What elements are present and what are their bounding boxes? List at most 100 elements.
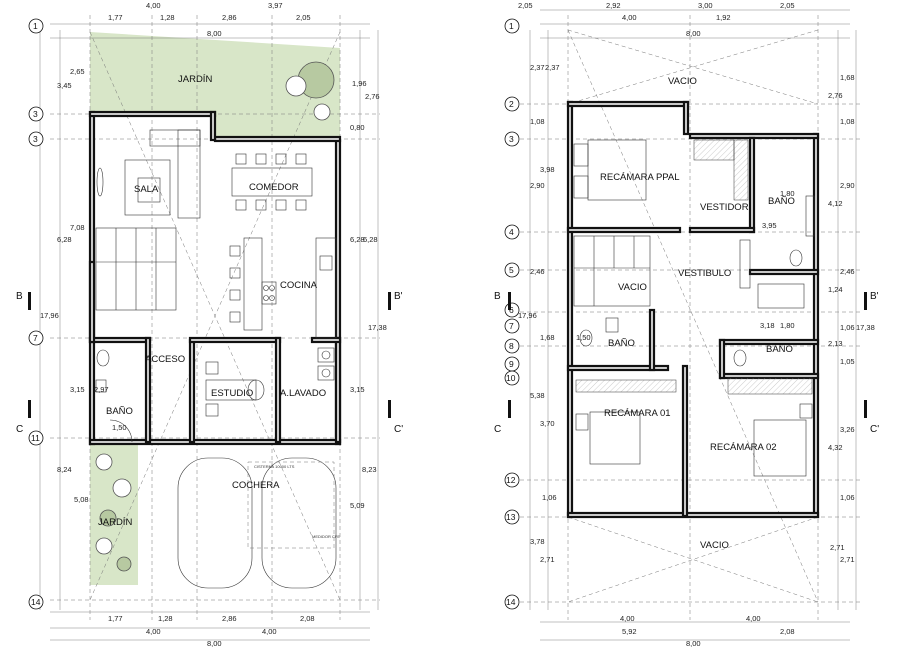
left-dim: 5,08 xyxy=(74,495,89,504)
left-dim: 17,96 xyxy=(40,311,59,320)
room-label-acceso: ACCESO xyxy=(145,354,185,365)
right-dim: 2,90 xyxy=(840,181,855,190)
top-dim: 2,05 xyxy=(296,13,311,22)
room-label-sala: SALA xyxy=(134,184,159,195)
top-dim: 4,00 xyxy=(622,13,637,22)
room-label-bano-left: BAÑO xyxy=(608,338,635,349)
right-dim: 2,76 xyxy=(828,91,843,100)
axis-label: 9 xyxy=(509,359,514,369)
axis-label: 3 xyxy=(33,109,38,119)
bottom-dim: 2,08 xyxy=(780,627,795,636)
closet-area xyxy=(575,379,677,393)
left-dim: 2,37 xyxy=(530,63,545,72)
top-dim: 1,28 xyxy=(160,13,175,22)
overall-top-dim: 8,00 xyxy=(686,29,701,38)
upper-walls xyxy=(566,100,820,519)
bano-width-dim: 1,50 xyxy=(112,423,127,432)
living-room-furniture xyxy=(96,129,201,219)
axis-label: 13 xyxy=(506,512,516,522)
upper-bathroom-fixtures xyxy=(579,195,815,367)
kitchen-counters xyxy=(229,237,337,339)
top-dim: 2,05 xyxy=(780,1,795,10)
right-dim: 2,76 xyxy=(365,92,380,101)
room-label-estudio: ESTUDIO xyxy=(211,388,253,399)
ground-bathroom-fixtures xyxy=(95,349,133,443)
room-label-recamara-01: RECÁMARA 01 xyxy=(604,408,671,419)
top-dim: 2,05 xyxy=(518,1,533,10)
right-dim: 2,71 xyxy=(830,543,845,552)
axis-label: 14 xyxy=(31,597,41,607)
study-furniture xyxy=(205,361,265,417)
right-dim: 17,38 xyxy=(368,323,387,332)
room-label-bano-ppal: BAÑO xyxy=(768,196,795,207)
room-label-recamara-ppal: RECÁMARA PPAL xyxy=(600,172,680,183)
laundry-fixtures xyxy=(317,347,335,381)
left-dim: 8,24 xyxy=(57,465,72,474)
right-dim: 1,96 xyxy=(352,79,367,88)
axis-label: 7 xyxy=(33,333,38,343)
left-dim: 1,08 xyxy=(530,117,545,126)
axis-label: 3 xyxy=(33,134,38,144)
axis-label: 8 xyxy=(509,341,514,351)
right-dim: 3,26 xyxy=(840,425,855,434)
room-label-vacio-top: VACIO xyxy=(668,76,697,87)
axis-label: 5 xyxy=(509,265,514,275)
room-label-vestibulo: VESTIBULO xyxy=(678,268,731,279)
left-dim: 3,98 xyxy=(540,165,555,174)
axis-label: 11 xyxy=(31,433,40,443)
right-dim: 1,24 xyxy=(828,285,843,294)
room-label-comedor: COMEDOR xyxy=(249,182,299,193)
axis-label: 7 xyxy=(509,321,514,331)
right-dim: 1,05 xyxy=(840,357,855,366)
upper-axis-markers: 1 2 3 4 5 6 7 8 9 10 12 13 14 xyxy=(504,18,520,610)
right-dim: 4,12 xyxy=(828,199,843,208)
bottom-dim: 1,77 xyxy=(108,614,123,623)
section-label: B xyxy=(494,291,501,302)
room-label-lavado: A.LAVADO xyxy=(280,388,326,399)
axis-label: 2 xyxy=(509,99,514,109)
overall-top-dim: 8,00 xyxy=(207,29,222,38)
bottom-dim: 1,28 xyxy=(158,614,173,623)
left-dim: 2,90 xyxy=(530,181,545,190)
bottom-dim: 4,00 xyxy=(262,627,277,636)
ground-floor-plan: JARDÍN SALA COMEDOR COCINA ACCESO BAÑO E… xyxy=(16,1,403,648)
left-dim: 2,97 xyxy=(94,385,109,394)
right-dim: 6,28 xyxy=(350,235,365,244)
axis-label: 1 xyxy=(33,21,38,31)
garage-cars xyxy=(177,457,337,589)
left-dim: 1,68 xyxy=(540,333,555,342)
top-dim: 2,92 xyxy=(606,1,621,10)
room-label-jardin-bottom: JARDÍN xyxy=(98,517,132,528)
left-dim: 6,28 xyxy=(57,235,72,244)
interior-dim: 3,18 xyxy=(760,321,775,330)
room-label-vacio-stair: VACIO xyxy=(618,282,647,293)
left-dim: 2,46 xyxy=(530,267,545,276)
cochera-note-medidor: MEDIDOR CFE xyxy=(312,534,340,539)
bottom-dim: 5,92 xyxy=(622,627,637,636)
bottom-dim: 2,86 xyxy=(222,614,237,623)
section-label: C' xyxy=(394,424,403,435)
section-label: B' xyxy=(394,291,403,302)
left-dim: 3,45 xyxy=(57,81,72,90)
cochera-note-cisterna: CISTERNA 10000 LTS xyxy=(254,464,295,469)
room-label-vestidor: VESTIDOR xyxy=(700,202,749,213)
room-label-bano-right: BAÑO xyxy=(766,344,793,355)
upper-section-marks: B B' C C' xyxy=(494,291,879,435)
left-dim: 1,06 xyxy=(542,493,557,502)
right-dim: 3,15 xyxy=(350,385,365,394)
top-dim: 2,86 xyxy=(222,13,237,22)
bottom-dim: 8,00 xyxy=(686,639,701,648)
dining-table xyxy=(231,153,313,211)
upper-stair xyxy=(573,235,651,307)
right-dim: 1,06 xyxy=(840,493,855,502)
top-dim: 1,77 xyxy=(108,13,123,22)
axis-markers: 1 3 3 7 11 14 xyxy=(28,18,44,610)
axis-label: 3 xyxy=(509,134,514,144)
room-label-cochera: COCHERA xyxy=(232,480,280,491)
bottom-dim: 4,00 xyxy=(146,627,161,636)
right-dim: 1,08 xyxy=(840,117,855,126)
left-dim: 3,78 xyxy=(530,537,545,546)
left-dim: 3,15 xyxy=(70,385,85,394)
garden-trees xyxy=(95,61,335,572)
right-dim: 1,06 xyxy=(840,323,855,332)
